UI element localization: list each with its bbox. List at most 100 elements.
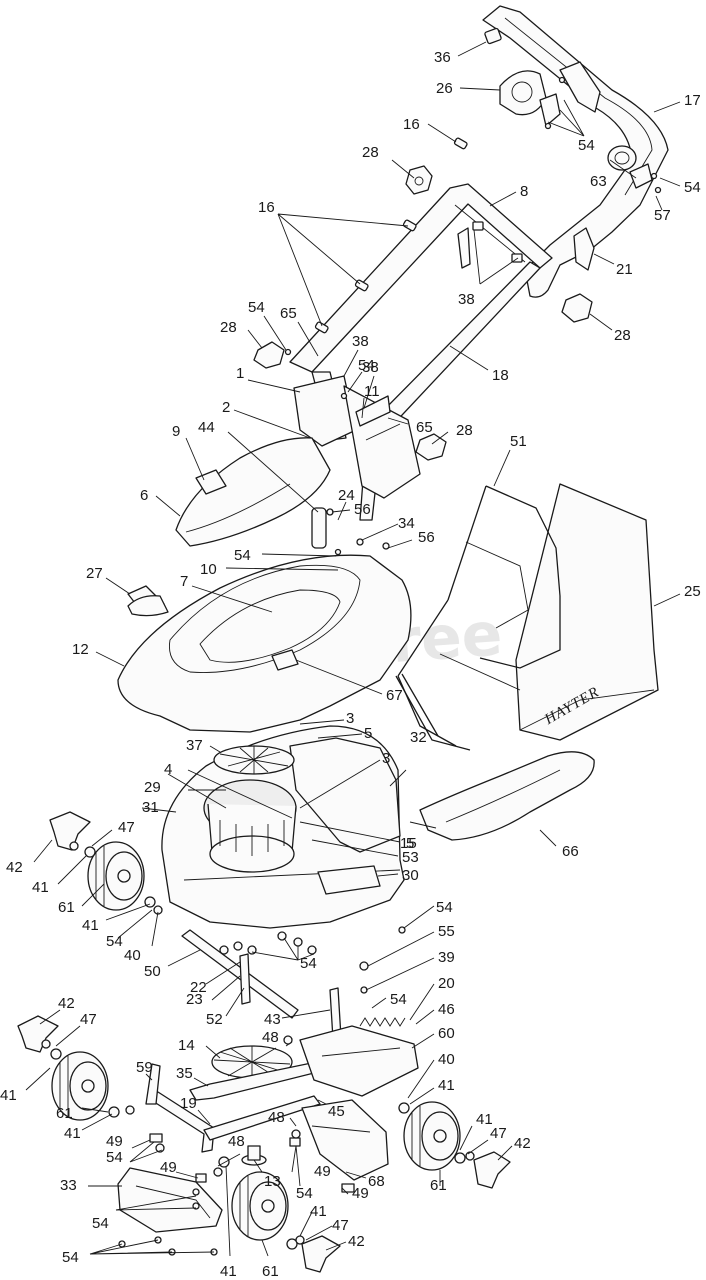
callout-42: 42 <box>58 995 75 1012</box>
callout-5: 5 <box>406 835 414 852</box>
callout-26: 26 <box>436 80 453 97</box>
rear-axle-50 <box>181 929 299 1019</box>
switch-box <box>293 375 421 499</box>
handle-knob-28-left <box>253 341 285 369</box>
callout-54: 54 <box>106 1149 123 1166</box>
hubcap-42-c <box>473 1151 511 1189</box>
callout-17: 17 <box>684 92 701 109</box>
callout-41: 41 <box>220 1263 237 1280</box>
callout-28: 28 <box>220 319 237 336</box>
callout-48: 48 <box>262 1029 279 1046</box>
callout-28: 28 <box>614 327 631 344</box>
callout-65: 65 <box>280 305 297 322</box>
callout-54: 54 <box>92 1215 109 1232</box>
callout-61: 61 <box>430 1177 447 1194</box>
callout-42: 42 <box>348 1233 365 1250</box>
callout-14: 14 <box>178 1037 195 1054</box>
callout-41: 41 <box>476 1111 493 1128</box>
callout-18: 18 <box>492 367 509 384</box>
callout-6: 6 <box>140 487 148 504</box>
callout-67: 67 <box>386 687 403 704</box>
wheel-61-front-left <box>51 1051 109 1121</box>
callout-47: 47 <box>490 1125 507 1142</box>
chute-flap-27 <box>127 595 169 617</box>
callout-41: 41 <box>64 1125 81 1142</box>
callout-15: 15 <box>400 835 417 852</box>
control-box-26 <box>499 70 561 127</box>
callout-54: 54 <box>300 955 317 972</box>
callout-3: 3 <box>346 710 354 727</box>
callout-30: 30 <box>402 867 419 884</box>
bracket-33 <box>117 1167 223 1233</box>
handle-knob-28-mid <box>415 433 447 461</box>
hubcap-42-d <box>301 1235 341 1273</box>
handle-knob-28-right <box>561 293 593 323</box>
callout-44: 44 <box>198 419 215 436</box>
fan-37 <box>213 745 295 775</box>
clips-49-48 <box>149 1035 355 1193</box>
bolts-54 <box>118 76 662 1256</box>
callout-5: 5 <box>364 725 372 742</box>
hubcap-42-b <box>17 1015 59 1053</box>
callout-23: 23 <box>186 991 203 1008</box>
callout-51: 51 <box>510 433 527 450</box>
rear-flap-66 <box>419 751 595 841</box>
callout-13: 13 <box>264 1173 281 1190</box>
callout-59: 59 <box>136 1059 153 1076</box>
callout-57: 57 <box>654 207 671 224</box>
throttle-lever-63 <box>607 145 653 189</box>
callout-41: 41 <box>310 1203 327 1220</box>
callout-54: 54 <box>578 137 595 154</box>
callout-56: 56 <box>354 501 371 518</box>
callout-54: 54 <box>62 1249 79 1266</box>
callout-39: 39 <box>438 949 455 966</box>
callout-54: 54 <box>436 899 453 916</box>
callout-40: 40 <box>438 1051 455 1068</box>
callout-22: 22 <box>190 979 207 996</box>
callout-38: 38 <box>362 359 379 376</box>
callout-29: 29 <box>144 779 161 796</box>
callout-27: 27 <box>86 565 103 582</box>
callout-48: 48 <box>228 1133 245 1150</box>
wheel-61-rear-right <box>231 1171 289 1241</box>
callout-61: 61 <box>56 1105 73 1122</box>
callout-28: 28 <box>456 422 473 439</box>
callout-12: 12 <box>72 641 89 658</box>
callout-1: 1 <box>236 365 244 382</box>
callout-41: 41 <box>0 1087 17 1104</box>
height-adjust-plate-60 <box>299 1025 419 1097</box>
callout-7: 7 <box>180 573 188 590</box>
callout-53: 53 <box>402 849 419 866</box>
callout-16: 16 <box>258 199 275 216</box>
callout-60: 60 <box>438 1025 455 1042</box>
callout-19: 19 <box>180 1095 197 1112</box>
callout-8: 8 <box>520 183 528 200</box>
spring-20 <box>359 1017 406 1027</box>
callout-56: 56 <box>418 529 435 546</box>
callout-47: 47 <box>80 1011 97 1028</box>
motor-mount-30 <box>317 865 381 895</box>
leader-lines <box>25 41 681 1257</box>
cable-clips-16 <box>314 137 468 334</box>
front-axle-19 <box>147 1091 321 1153</box>
callout-3: 3 <box>382 750 390 767</box>
callout-28: 28 <box>362 144 379 161</box>
callout-31: 31 <box>142 799 159 816</box>
grass-box-handle-15 <box>395 673 471 751</box>
callout-36: 36 <box>434 49 451 66</box>
callout-21: 21 <box>616 261 633 278</box>
callout-54: 54 <box>684 179 701 196</box>
callout-24: 24 <box>338 487 355 504</box>
callout-40: 40 <box>124 947 141 964</box>
callout-61: 61 <box>58 899 75 916</box>
callout-49: 49 <box>314 1163 331 1180</box>
grass-box-frame-51 <box>397 485 561 747</box>
callout-54: 54 <box>106 933 123 950</box>
callout-43: 43 <box>264 1011 281 1028</box>
callout-41: 41 <box>32 879 49 896</box>
wheel-61-rear-left <box>87 841 145 911</box>
callout-2: 2 <box>222 399 230 416</box>
callout-47: 47 <box>118 819 135 836</box>
